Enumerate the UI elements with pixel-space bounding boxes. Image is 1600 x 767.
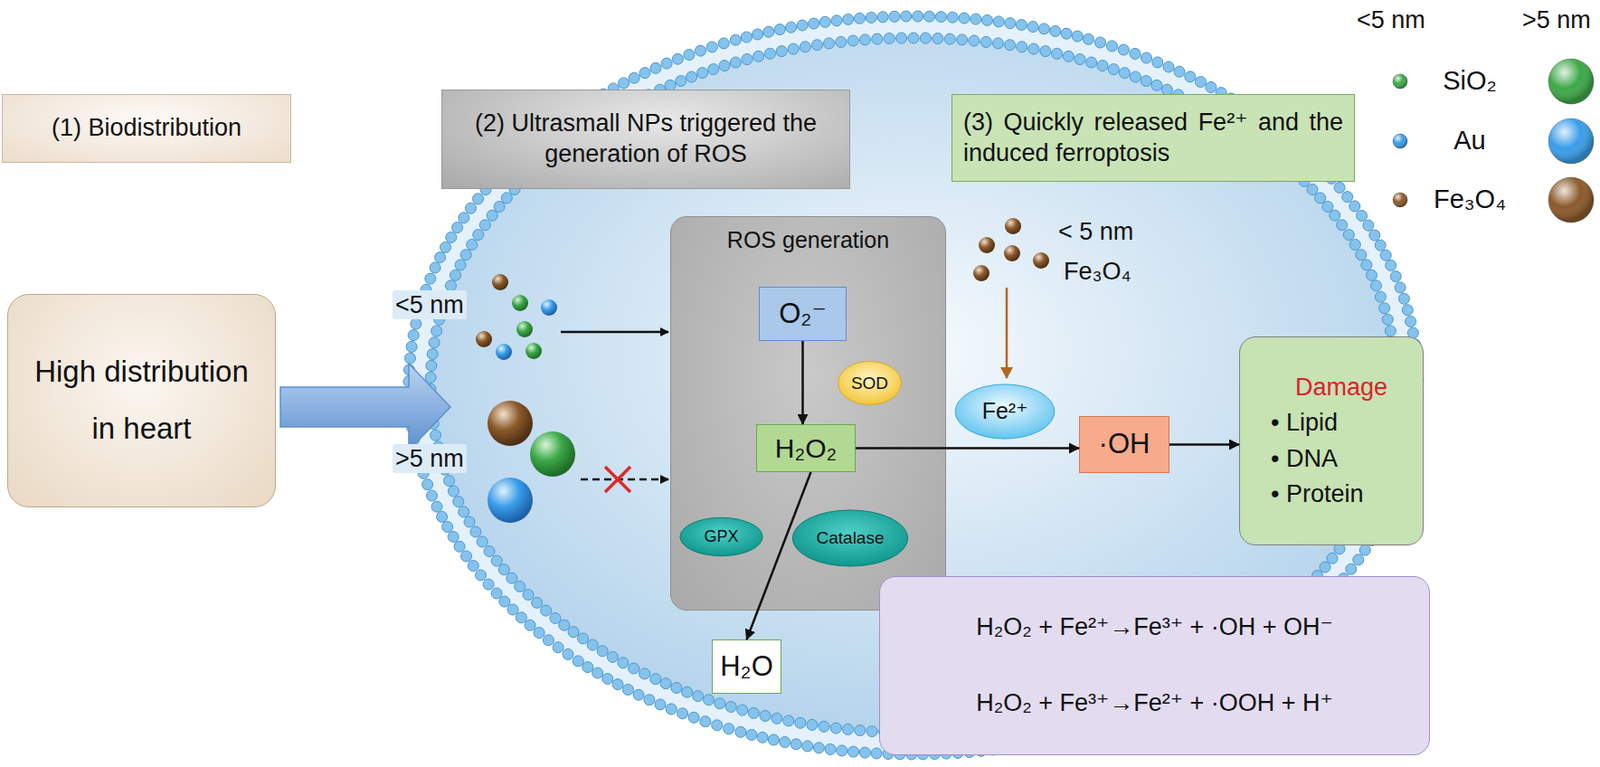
node-text: ROS generation (681, 226, 935, 255)
node-text: H₂O₂ + Fe³⁺→Fe²⁺ + ·OOH + H⁺ (975, 688, 1334, 720)
ion-ellipse: Fe²⁺ (954, 382, 1056, 441)
node-text: O₂⁻ (778, 296, 827, 332)
node-text: H₂O₂ + Fe²⁺→Fe³⁺ + ·OH + OH⁻ (975, 612, 1334, 644)
size-label: >5 nm (392, 444, 467, 474)
node-text: ·OH (1098, 426, 1151, 463)
stage-box: (3) Quickly released Fe²⁺ and the induce… (951, 94, 1355, 182)
legend-text: Au (1421, 124, 1518, 157)
node-text: • DNA (1270, 441, 1338, 477)
legend-text: SiO₂ (1421, 65, 1518, 97)
swatch-shine (1548, 118, 1594, 164)
node-text: High distribution in heart (18, 343, 265, 457)
legend-swatch (1392, 74, 1408, 89)
node-text: Catalase (816, 527, 885, 550)
damage-box: Damage• Lipid• DNA• Protein (1239, 336, 1424, 546)
size-label: <5 nm (392, 290, 467, 320)
node-text: • Protein (1270, 476, 1364, 512)
swatch-shine (1392, 133, 1408, 149)
connector-arrow (801, 340, 805, 425)
size-label: < 5 nm (1058, 217, 1134, 247)
equation-box: H₂O₂ + Fe²⁺→Fe³⁺ + ·OH + OH⁻ H₂O₂ + Fe³⁺→… (879, 576, 1430, 756)
species-box: O₂⁻ (758, 286, 847, 341)
radical-box: ·OH (1079, 416, 1170, 474)
legend-swatch (1548, 118, 1594, 164)
legend-swatch (1548, 177, 1594, 223)
blocked-arrow (580, 478, 669, 482)
legend-swatch (1548, 58, 1594, 105)
species-box: H₂O (711, 639, 782, 694)
enzyme-ellipse: GPX (679, 516, 764, 558)
size-label: Fe₃O₄ (1063, 256, 1132, 286)
swatch-shine (1392, 74, 1408, 89)
node-text: Fe²⁺ (982, 397, 1029, 426)
enzyme-ellipse: SOD (837, 359, 902, 407)
swatch-shine (1392, 192, 1408, 208)
node-text: Damage (1295, 369, 1388, 406)
node-text: (2) Ultrasmall NPs triggered the generat… (453, 108, 839, 171)
large-particles (487, 400, 576, 523)
organ-box: High distribution in heart (7, 293, 276, 508)
iron-release-arrow (1005, 287, 1009, 379)
swatch-shine (1548, 58, 1594, 105)
node-text: H₂O₂ (775, 431, 837, 466)
species-box: H₂O₂ (756, 424, 856, 473)
node-text: • Lipid (1270, 405, 1338, 441)
connector-arrow (855, 446, 1080, 450)
uptake-arrow (560, 331, 669, 334)
node-text: GPX (703, 526, 739, 548)
fe3o4-particles (973, 217, 1050, 282)
stage-box: (2) Ultrasmall NPs triggered the generat… (441, 89, 851, 190)
legend-swatch (1392, 133, 1408, 149)
node-text: H₂O (719, 649, 774, 685)
node-text: (3) Quickly released Fe²⁺ and the induce… (963, 107, 1344, 170)
ros-panel: ROS generationO₂⁻ SOD H₂O₂ GPX Catalase (670, 216, 947, 611)
block-cross (605, 466, 631, 493)
distribution-arrow (280, 363, 451, 451)
swatch-shine (1548, 177, 1594, 223)
node-text: (1) Biodistribution (51, 113, 242, 144)
size-label: <5 nm (1356, 5, 1426, 35)
connector-arrow (747, 472, 812, 640)
legend-text: Fe₃O₄ (1421, 183, 1518, 216)
connector-arrow (1169, 443, 1240, 446)
enzyme-ellipse: Catalase (791, 508, 909, 569)
stage-box: (1) Biodistribution (1, 94, 292, 163)
node-text: SOD (851, 372, 889, 395)
size-label: >5 nm (1522, 5, 1591, 35)
legend-swatch (1392, 192, 1408, 208)
ultrasmall-particles (475, 274, 558, 360)
